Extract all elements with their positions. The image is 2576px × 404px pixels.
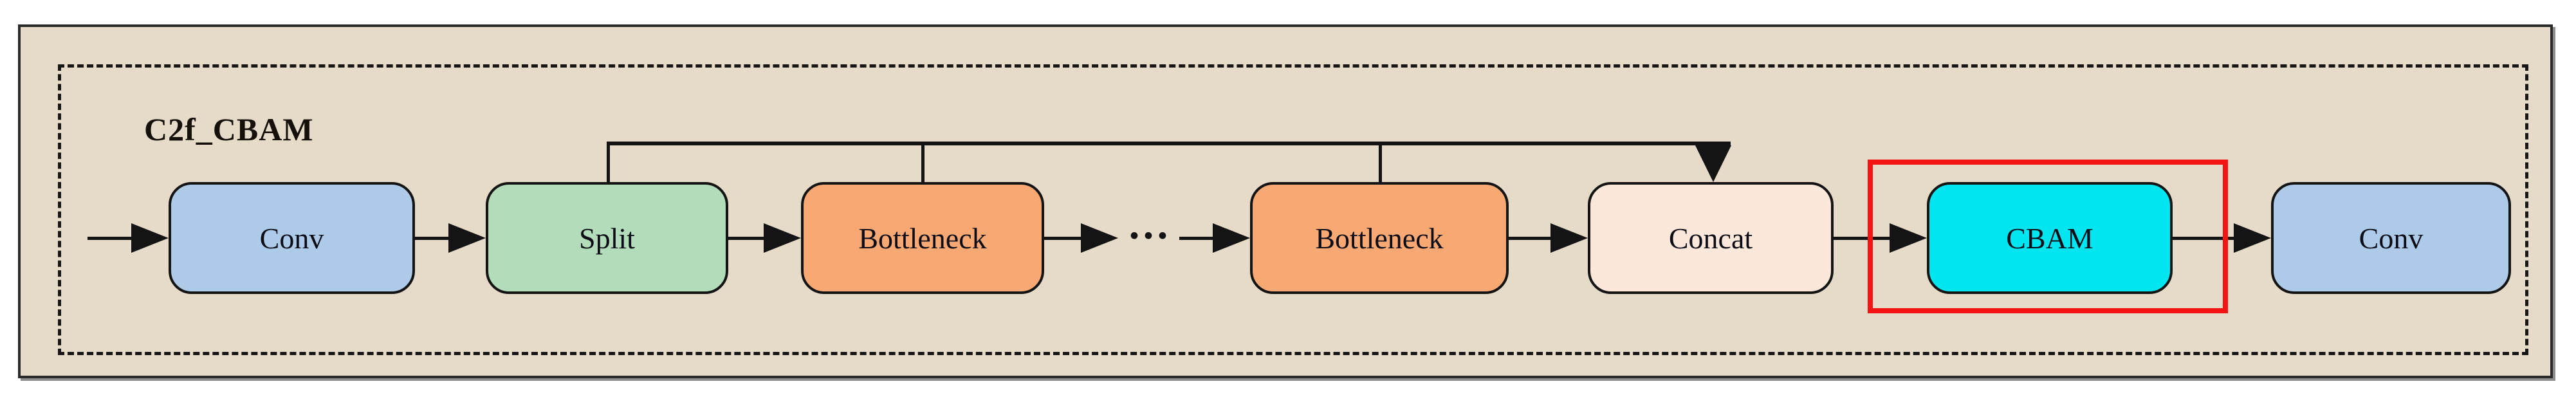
arrow-shaft-input <box>87 237 135 240</box>
node-split: Split <box>486 182 728 294</box>
skip-connection-rail <box>607 142 1731 145</box>
arrowhead-right-into-conv-out-icon <box>2234 223 2271 253</box>
skip-line-from-split <box>607 142 610 183</box>
arrow-shaft-dots-to-bottleneck <box>1179 237 1217 240</box>
diagram-title: C2f_CBAM <box>144 111 314 147</box>
node-conv-output: Conv <box>2271 182 2511 294</box>
arrow-shaft-conv-to-split <box>415 237 452 240</box>
arrowhead-right-into-bottleneck-1-icon <box>764 223 801 253</box>
arrowhead-down-into-concat-icon <box>1695 145 1731 182</box>
skip-line-from-bottleneck-1 <box>921 142 925 184</box>
skip-line-from-bottleneck-n <box>1379 142 1382 184</box>
node-label: CBAM <box>2006 221 2093 255</box>
arrow-shaft-bottleneck-to-concat <box>1509 237 1554 240</box>
arrowhead-right-into-dots-icon <box>1081 223 1118 253</box>
arrow-shaft-split-to-bottleneck <box>728 237 768 240</box>
node-concat: Concat <box>1588 182 1834 294</box>
node-label: Bottleneck <box>858 221 987 255</box>
arrowhead-right-into-concat-icon <box>1550 223 1588 253</box>
dashed-boundary <box>58 64 2528 355</box>
node-label: Conv <box>2359 221 2424 255</box>
arrowhead-right-into-bottleneck-n-icon <box>1213 223 1250 253</box>
node-label: Bottleneck <box>1315 221 1444 255</box>
node-label: Concat <box>1668 221 1753 255</box>
arrow-shaft-cbam-to-conv <box>2173 237 2238 240</box>
arrowhead-right-into-cbam-icon <box>1890 223 1927 253</box>
node-cbam: CBAM <box>1927 182 2173 294</box>
cbam-highlight-box <box>1868 160 2228 313</box>
arrow-shaft-bottleneck-to-dots <box>1044 237 1085 240</box>
node-label: Conv <box>259 221 324 255</box>
node-bottleneck-1: Bottleneck <box>801 182 1044 294</box>
node-bottleneck-n: Bottleneck <box>1250 182 1509 294</box>
ellipsis-dots: ··· <box>1127 212 1170 259</box>
node-conv-input: Conv <box>169 182 415 294</box>
arrow-shaft-concat-to-cbam <box>1834 237 1893 240</box>
arrowhead-right-input-icon <box>131 223 169 253</box>
node-label: Split <box>579 221 635 255</box>
arrowhead-right-into-split-icon <box>448 223 486 253</box>
